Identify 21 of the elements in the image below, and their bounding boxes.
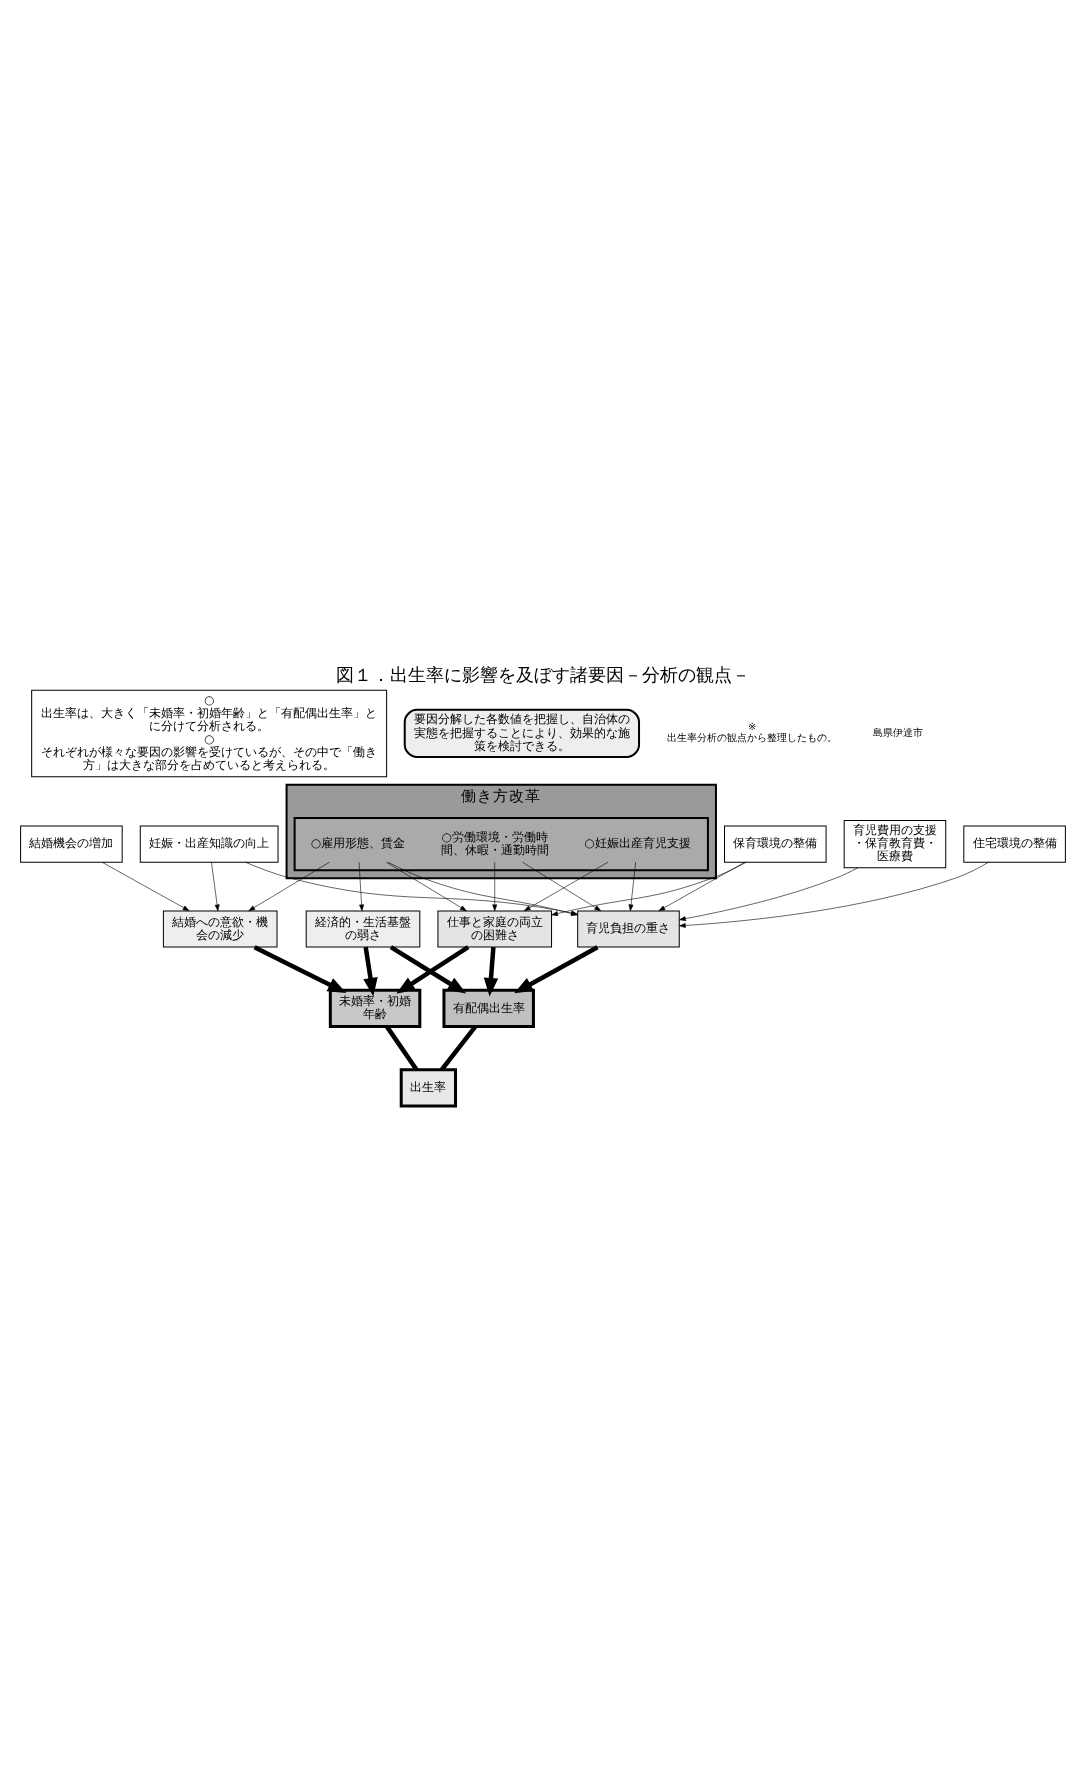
arrow [248,860,330,911]
arrow [679,866,859,921]
arrow [658,860,746,911]
cluster [293,815,709,871]
arrow [492,860,498,911]
arrow [679,860,989,927]
arrow [245,860,578,915]
arrow [483,946,499,996]
arrow [358,860,364,911]
arrow [253,944,347,993]
arrow [101,860,190,911]
arrow [387,861,578,915]
arrow [551,860,747,915]
arrow [514,944,599,993]
arrow [628,860,636,911]
arrow [386,860,467,911]
arrow [363,945,378,996]
arrow [211,860,220,911]
connector [439,1024,478,1071]
diagram-title: 図１．出生率に影響を及ぼす諸要因－分析の観点－ [336,665,750,686]
connector [385,1024,419,1071]
